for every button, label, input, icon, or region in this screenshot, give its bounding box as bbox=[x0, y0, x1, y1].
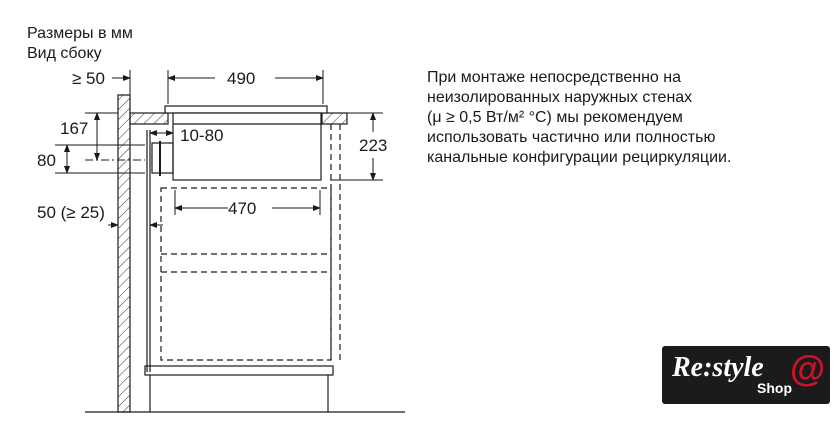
logo-text: Re:style bbox=[672, 352, 764, 383]
hob-glass bbox=[164, 105, 328, 114]
dim-80: 80 bbox=[37, 151, 56, 170]
dim-duct-gap: 10-80 bbox=[180, 126, 223, 145]
dim-wall-gap: ≥ 50 bbox=[72, 69, 105, 88]
duct bbox=[151, 142, 174, 174]
dim-depth: 223 bbox=[359, 136, 387, 155]
logo-subtext: Shop bbox=[757, 380, 792, 396]
restyle-shop-logo: Re:style Shop @ bbox=[662, 346, 830, 404]
hob-body bbox=[172, 112, 322, 181]
dim-167: 167 bbox=[60, 119, 88, 138]
dim-cutout-width: 470 bbox=[228, 199, 256, 218]
cart-at-icon: @ bbox=[790, 348, 826, 389]
dim-rear-gap: 50 (≥ 25) bbox=[37, 203, 105, 222]
installation-note: При монтаже непосредственно на неизолиро… bbox=[427, 68, 731, 168]
note-line: использовать частично или полностью bbox=[427, 129, 716, 146]
note-line: канальные конфигурации рециркуляции. bbox=[427, 149, 732, 166]
note-line: неизолированных наружных стенах bbox=[427, 89, 693, 106]
cabinet-base bbox=[144, 365, 334, 376]
wall bbox=[117, 94, 131, 413]
countertop-right bbox=[321, 112, 348, 125]
note-line: (μ ≥ 0,5 Вт/м² °C) мы рекомендуем bbox=[427, 109, 683, 126]
countertop-left bbox=[129, 112, 169, 125]
dim-hob-width: 490 bbox=[227, 69, 255, 88]
title-side-view: Вид сбоку bbox=[27, 45, 102, 62]
note-line: При монтаже непосредственно на bbox=[427, 69, 681, 86]
title-dimensions: Размеры в мм bbox=[27, 25, 133, 42]
